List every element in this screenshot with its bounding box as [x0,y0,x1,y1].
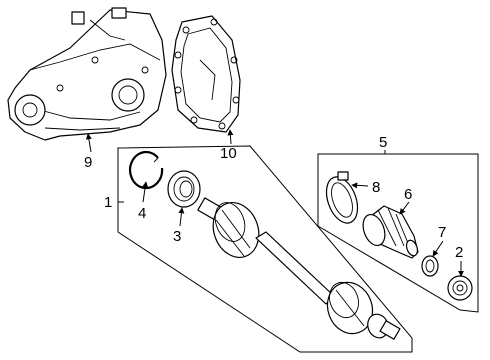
callout-7: 7 [438,224,446,241]
callout-4: 4 [138,205,146,222]
leader-8 [351,182,369,189]
callout-1: 1 [104,194,112,211]
callout-10: 10 [220,145,237,162]
small-clamp[interactable] [421,255,439,277]
snap-ring[interactable] [129,150,164,190]
boot-clamp[interactable] [321,171,364,227]
axle-group-outline [117,145,413,353]
callout-5: 5 [379,134,387,151]
bearing-ring[interactable] [447,275,473,301]
leader-3 [178,207,185,227]
leader-7 [432,240,444,257]
differential-housing[interactable] [7,7,167,141]
leader-4 [142,181,149,203]
axle-shaft[interactable] [197,196,401,341]
leader-9 [85,133,92,153]
leader-6 [399,201,410,215]
callout-6: 6 [404,186,412,203]
callout-8: 8 [372,179,380,196]
leader-10 [227,129,234,145]
differential-cover[interactable] [171,15,241,133]
callout-9: 9 [84,154,92,171]
callout-2: 2 [455,244,463,261]
seal[interactable] [167,170,201,208]
boot-kit-outline [317,153,479,313]
cv-boot[interactable] [359,205,419,259]
callout-3: 3 [173,228,181,245]
